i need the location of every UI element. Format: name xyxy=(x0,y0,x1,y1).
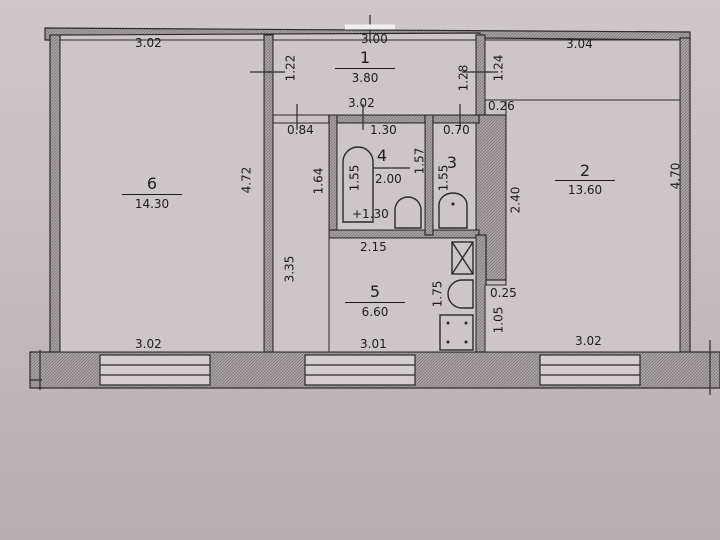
dim-room2-offset: 0.26 xyxy=(488,99,515,113)
dim-room6-right: 4.72 xyxy=(239,166,254,194)
dim-bath-top: 1.30 xyxy=(370,123,397,137)
dim-room1-right: 1.28 xyxy=(456,64,471,92)
kitchen-sink-icon xyxy=(447,279,474,309)
dim-bath-tub: 1.55 xyxy=(347,164,362,192)
sink-icon xyxy=(394,196,422,229)
dim-wc-height: 1.55 xyxy=(436,164,451,192)
room-1-area: 3.80 xyxy=(335,68,395,84)
dim-room2-bottom: 3.02 xyxy=(575,334,602,348)
room-4-number: 4 xyxy=(376,146,388,165)
dim-room2-left: 2.40 xyxy=(508,186,523,214)
room-3-number: 3 xyxy=(446,153,458,172)
dim-room2-right: 4.70 xyxy=(668,162,683,190)
dim-kitchen-left: 3.35 xyxy=(282,255,297,283)
dim-room2-step-h: 1.05 xyxy=(491,306,506,334)
toilet-icon xyxy=(438,192,468,229)
dim-room1-top: 3.00 xyxy=(361,32,388,46)
room-2-area: 13.60 xyxy=(555,180,615,196)
dim-room1-bottom: 3.02 xyxy=(348,96,375,110)
room-5-area: 6.60 xyxy=(345,302,405,318)
dim-kitchen-top: 2.15 xyxy=(360,240,387,254)
room-6-number: 6 xyxy=(146,174,158,193)
dim-room6-bottom: 3.02 xyxy=(135,337,162,351)
dim-wc-top: 0.70 xyxy=(443,123,470,137)
bathtub-icon xyxy=(342,146,374,223)
room-6-area: 14.30 xyxy=(122,194,182,210)
dim-room2-step: 0.25 xyxy=(490,286,517,300)
dim-bath-bottom: +1.30 xyxy=(352,207,389,221)
dim-room2-top: 3.04 xyxy=(566,37,593,51)
vent-icon xyxy=(451,241,474,275)
stove-icon xyxy=(439,314,474,351)
dim-bath-length: 2.00 xyxy=(375,172,402,186)
dim-kitchen-right: 1.75 xyxy=(430,280,445,308)
dim-bath-right: 1.57 xyxy=(412,147,427,175)
dim-corridor-height: 1.64 xyxy=(311,167,326,195)
room-2-number: 2 xyxy=(579,161,591,180)
dim-corridor-width: 0.84 xyxy=(287,123,314,137)
room-5-number: 5 xyxy=(369,282,381,301)
room-1-number: 1 xyxy=(359,48,371,67)
dim-room2-left-top: 1.24 xyxy=(491,54,506,82)
dim-room6-top: 3.02 xyxy=(135,36,162,50)
dim-kitchen-bottom: 3.01 xyxy=(360,337,387,351)
dim-room1-left: 1.22 xyxy=(283,54,298,82)
windows xyxy=(99,354,641,386)
